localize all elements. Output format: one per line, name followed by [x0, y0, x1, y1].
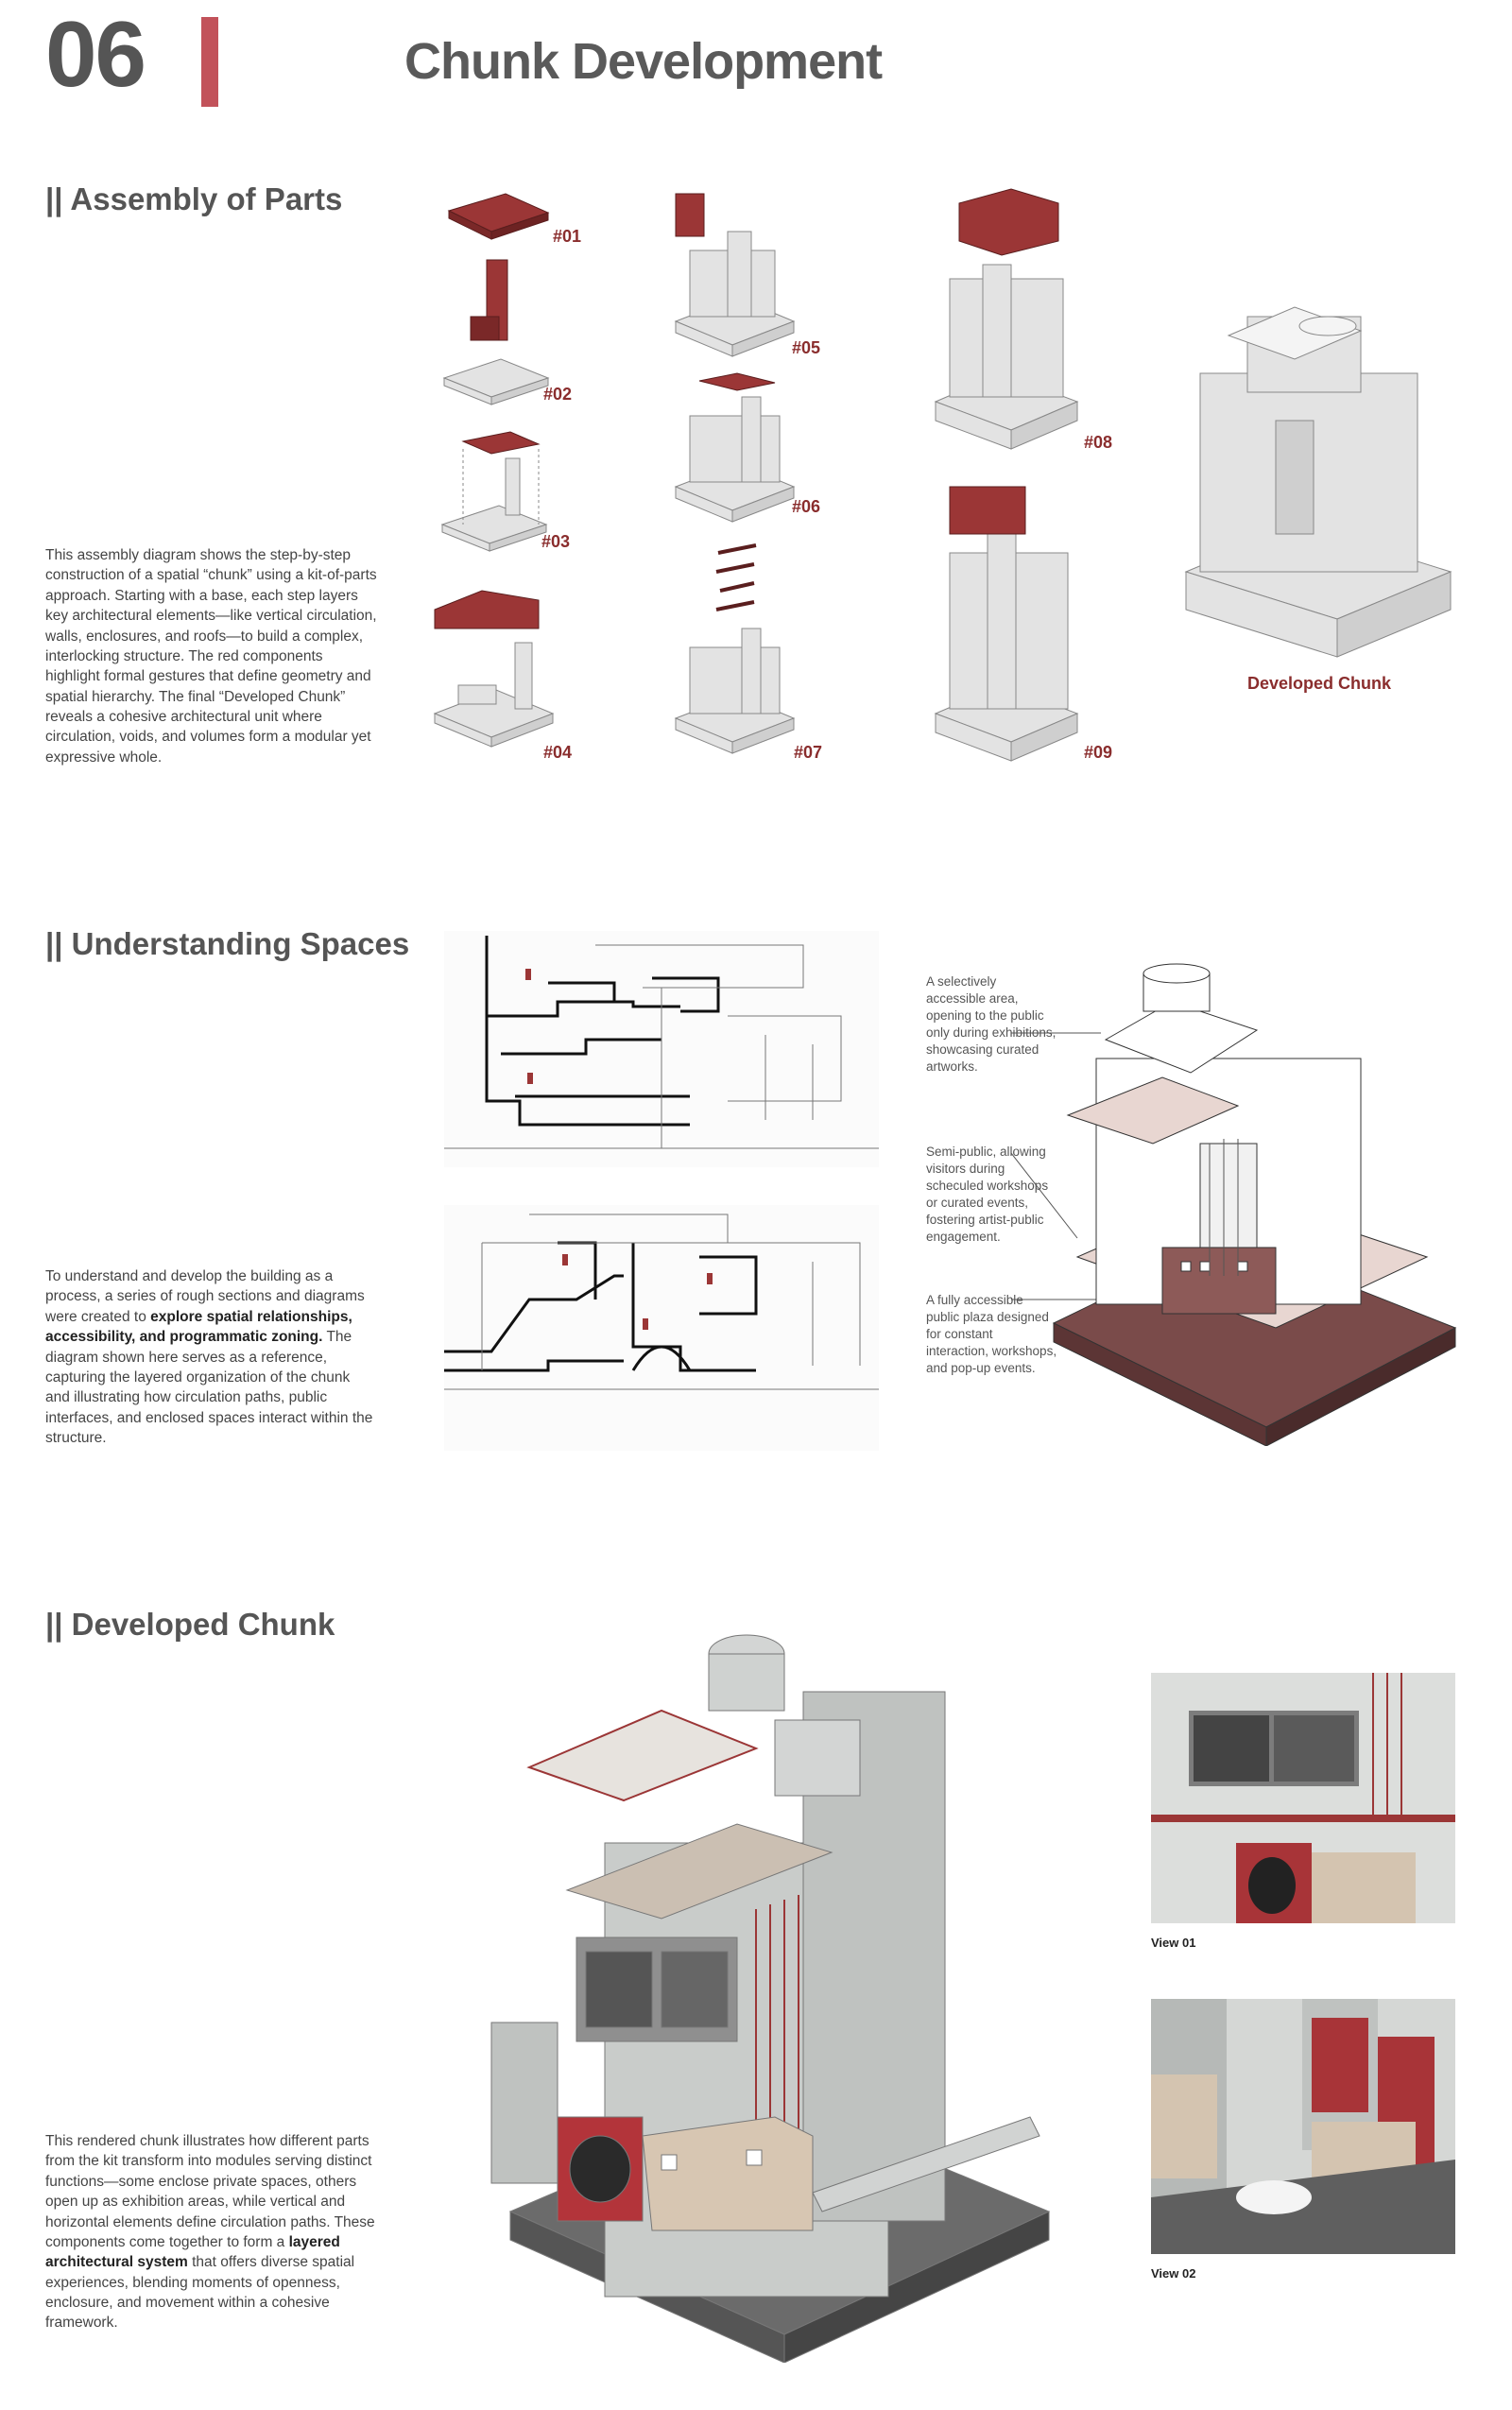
assembly-step-02 [442, 259, 550, 405]
assembly-step-03 [440, 431, 548, 552]
step-label-06: #06 [792, 497, 821, 516]
assembly-step-09 [934, 486, 1079, 762]
section-heading-assembly: || Assembly of Parts [45, 181, 343, 216]
note-semi-public: Semi-public, allowing visitors during sc… [926, 1145, 1049, 1244]
section-heading-developed: || Developed Chunk [45, 1607, 335, 1642]
assembly-description: This assembly diagram shows the step-by-… [45, 547, 377, 766]
assembly-step-08 [934, 188, 1079, 450]
note-public-plaza: A fully accessible public plaza designed… [926, 1293, 1057, 1375]
assembly-step-01 [447, 193, 550, 240]
step-label-07: #07 [794, 743, 823, 762]
understanding-description: To understand and develop the building a… [45, 1268, 373, 1446]
view-01-label: View 01 [1151, 1936, 1196, 1950]
zoning-axonometric [1011, 963, 1457, 1446]
developed-chunk-assembly [1184, 306, 1452, 658]
view-02-label: View 02 [1151, 2266, 1196, 2281]
step-label-04: #04 [543, 743, 573, 762]
assembly-step-06 [674, 372, 796, 523]
assembly-step-04 [433, 590, 555, 748]
step-label-05: #05 [792, 338, 821, 357]
section-number: 06 [45, 2, 146, 106]
assembly-diagram [433, 188, 1452, 762]
assembly-step-07 [674, 543, 796, 754]
section-heading-understanding: || Understanding Spaces [45, 926, 410, 961]
page-title: Chunk Development [404, 33, 883, 90]
developed-description: This rendered chunk illustrates how diff… [45, 2133, 375, 2332]
step-label-09: #09 [1084, 743, 1113, 762]
step-label-01: #01 [553, 227, 582, 246]
step-label-03: #03 [541, 532, 571, 551]
developed-chunk-label: Developed Chunk [1247, 674, 1392, 693]
assembly-step-05 [674, 193, 796, 357]
note-exhibition: A selectively accessible area, opening t… [926, 974, 1057, 1074]
render-view-02 [1151, 1999, 1455, 2254]
accent-bar [201, 17, 218, 107]
step-label-02: #02 [543, 385, 573, 404]
section-sketch-bottom [444, 1205, 879, 1451]
render-view-01 [1151, 1673, 1455, 1923]
section-sketch-top [444, 931, 879, 1167]
step-label-08: #08 [1084, 433, 1113, 452]
developed-chunk-render [490, 1634, 1051, 2363]
